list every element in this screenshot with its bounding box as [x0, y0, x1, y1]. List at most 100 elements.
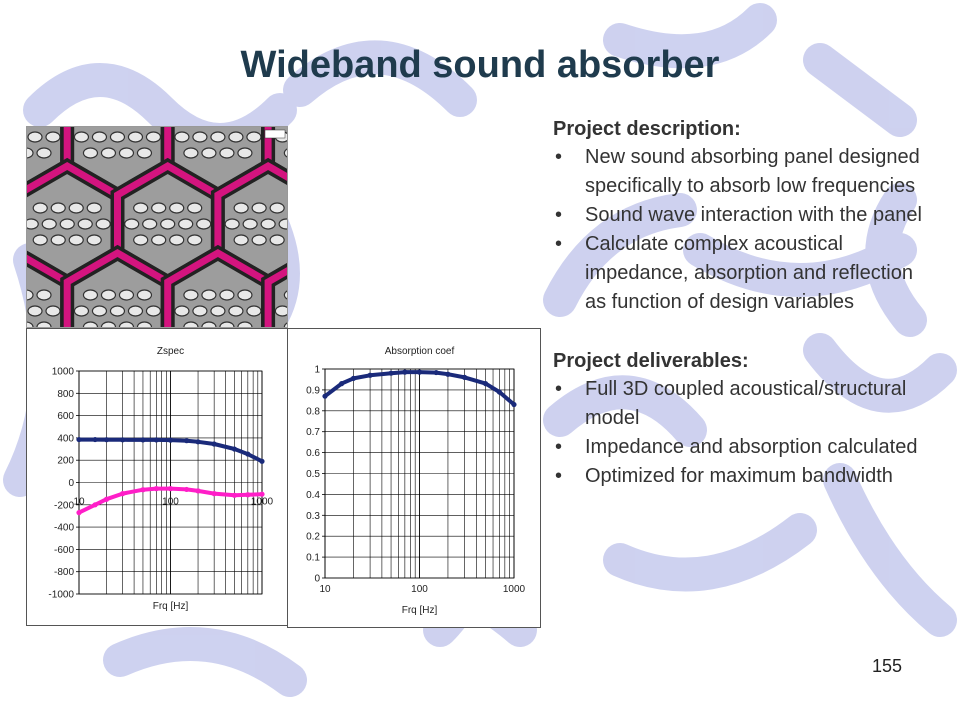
hole [201, 321, 217, 327]
hole [91, 305, 108, 317]
watermark-stroke [603, 3, 777, 69]
data-point [103, 496, 110, 502]
hole [210, 131, 226, 143]
x-tick-label: 100 [411, 584, 428, 595]
plot-area [78, 370, 263, 595]
y-tick-label: -200 [54, 500, 74, 511]
deliverables-list: • Full 3D coupled acoustical/structural m… [553, 375, 933, 491]
x-tick-label: 10 [73, 497, 85, 508]
hole [136, 289, 153, 301]
y-tick-label: 0.9 [306, 385, 320, 396]
data-point [259, 491, 265, 497]
list-item: •New sound absorbing panel designed spec… [553, 143, 933, 201]
hole [100, 321, 117, 327]
watermark-stroke [823, 463, 957, 637]
hole [133, 202, 149, 214]
bullet-text: Calculate complex acoustical impedance, … [585, 233, 913, 313]
data-point [339, 381, 345, 387]
hole [219, 321, 235, 327]
watermark-stroke [543, 375, 707, 447]
data-point [367, 372, 373, 378]
hexagonal-panel-image [26, 126, 288, 328]
hole [82, 147, 99, 159]
data-point [350, 375, 357, 382]
data-point [92, 436, 98, 443]
x-axis-label: Frq [Hz] [402, 605, 438, 616]
y-tick-label: 0.7 [306, 427, 320, 438]
hole [32, 202, 48, 214]
hole [237, 147, 253, 159]
hole [192, 305, 208, 317]
hole [50, 202, 66, 214]
watermark-stroke [803, 43, 917, 137]
data-point [92, 502, 98, 508]
hole [27, 147, 34, 159]
hole [36, 321, 52, 327]
y-tick-label: 800 [57, 389, 74, 400]
data-point [245, 492, 251, 498]
x-tick-label: 10 [319, 584, 331, 595]
hole [27, 218, 39, 230]
data-point [259, 458, 265, 464]
hole [187, 202, 203, 214]
hole [169, 234, 185, 246]
hole [27, 305, 43, 317]
plot-area [324, 368, 515, 579]
bullet-icon: • [555, 436, 563, 458]
hole [196, 218, 212, 230]
data-point [195, 439, 201, 445]
bullet-icon: • [555, 378, 563, 400]
list-item: • Full 3D coupled acoustical/structural m… [553, 375, 933, 433]
hole [174, 131, 190, 143]
hole [27, 289, 34, 301]
hole [183, 147, 199, 159]
data-point [140, 487, 146, 493]
data-point [76, 436, 82, 443]
hole [100, 289, 117, 301]
bullet-icon: • [555, 204, 563, 226]
hole [219, 147, 235, 159]
hole [187, 234, 203, 246]
hole [136, 321, 153, 327]
watermark-stroke [283, 40, 477, 117]
hole [145, 131, 162, 143]
hole [73, 305, 90, 317]
hole [100, 147, 117, 159]
bullet-text: Full 3D coupled acoustical/structural mo… [585, 378, 907, 429]
y-tick-label: -400 [54, 523, 74, 534]
watermark-stroke [603, 513, 817, 592]
hole [278, 218, 287, 230]
list-item: •Calculate complex acoustical impedance,… [553, 230, 933, 317]
hole [228, 305, 244, 317]
y-tick-label: 0.1 [306, 553, 320, 564]
data-point [322, 393, 328, 399]
bullet-text: Impedance and absorption calculated [585, 436, 918, 458]
data-point [195, 488, 201, 494]
y-tick-label: 600 [57, 411, 74, 422]
watermark-stroke [103, 627, 307, 697]
hole [109, 305, 126, 317]
hole [95, 218, 111, 230]
hole [73, 131, 90, 143]
x-axis-label: Frq [Hz] [153, 601, 189, 612]
hole [118, 321, 135, 327]
hole [233, 234, 249, 246]
data-point [231, 446, 238, 452]
hole [82, 289, 99, 301]
deliverables-heading: Project deliverables: [553, 350, 749, 372]
hole [68, 234, 84, 246]
data-point [167, 437, 174, 443]
hole [246, 131, 262, 143]
hole [124, 218, 140, 230]
hex-frame [63, 248, 172, 327]
hole [133, 234, 149, 246]
data-point [120, 491, 126, 497]
hole [118, 147, 135, 159]
hole [233, 202, 249, 214]
hole [283, 148, 287, 158]
scale-badge [264, 129, 286, 139]
data-point [231, 492, 238, 498]
text-column: Project description: •New sound absorbin… [553, 118, 933, 491]
hole [86, 234, 102, 246]
